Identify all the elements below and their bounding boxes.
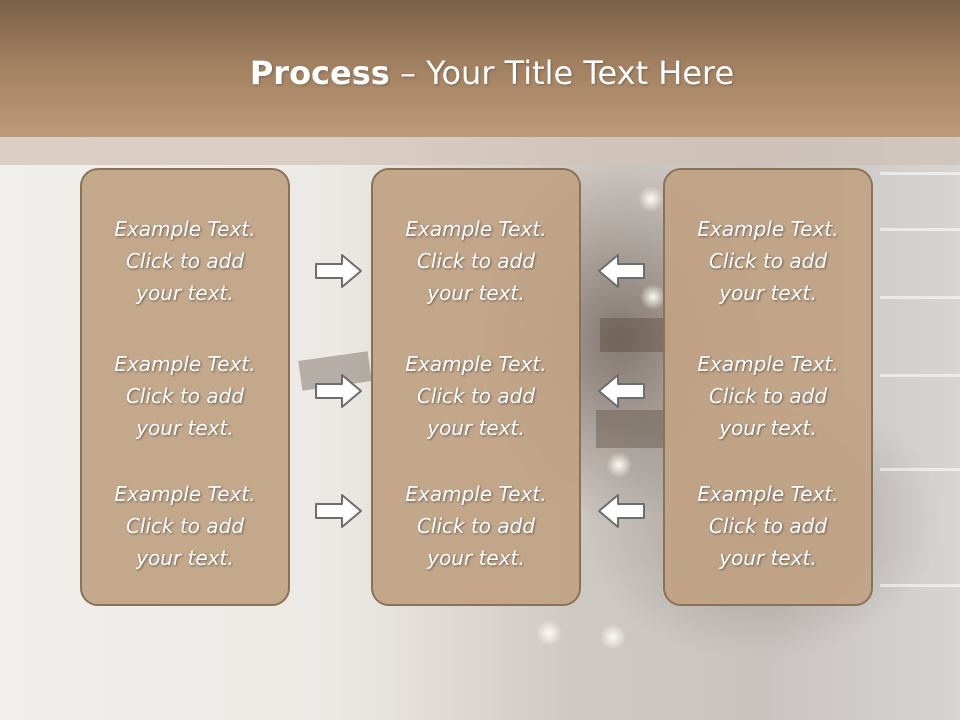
arrow-left-icon [598, 374, 645, 408]
header-strip [0, 137, 960, 165]
text-line: Click to add [125, 384, 245, 408]
text-line: your text. [719, 416, 817, 440]
text-line: Example Text. [114, 482, 256, 506]
text-line: Example Text. [405, 482, 547, 506]
text-line: your text. [719, 546, 817, 570]
text-line: Click to add [416, 514, 536, 538]
title-bar [0, 0, 960, 137]
text-block[interactable]: Example Text. Click to add your text. [82, 213, 288, 309]
arrow-right-icon [315, 254, 362, 288]
text-block[interactable]: Example Text. Click to add your text. [665, 348, 871, 444]
text-block[interactable]: Example Text. Click to add your text. [82, 478, 288, 574]
process-box-right[interactable]: Example Text. Click to add your text. Ex… [663, 168, 873, 606]
text-line: your text. [427, 281, 525, 305]
text-line: Click to add [416, 249, 536, 273]
arrow-right-icon [315, 494, 362, 528]
text-line: Example Text. [114, 352, 256, 376]
text-line: your text. [136, 416, 234, 440]
title-rest: – Your Title Text Here [389, 54, 735, 92]
arrow-left-icon [598, 254, 645, 288]
text-block[interactable]: Example Text. Click to add your text. [373, 213, 579, 309]
text-line: your text. [136, 546, 234, 570]
text-line: your text. [719, 281, 817, 305]
process-box-center[interactable]: Example Text. Click to add your text. Ex… [371, 168, 581, 606]
text-line: Click to add [416, 384, 536, 408]
text-line: your text. [136, 281, 234, 305]
text-block[interactable]: Example Text. Click to add your text. [82, 348, 288, 444]
text-block[interactable]: Example Text. Click to add your text. [665, 478, 871, 574]
text-line: Click to add [708, 514, 828, 538]
text-block[interactable]: Example Text. Click to add your text. [373, 478, 579, 574]
text-line: Example Text. [697, 352, 839, 376]
arrow-right-icon [315, 374, 362, 408]
text-line: Example Text. [405, 352, 547, 376]
text-line: your text. [427, 416, 525, 440]
text-line: Click to add [708, 384, 828, 408]
text-line: Example Text. [405, 217, 547, 241]
text-line: Example Text. [114, 217, 256, 241]
text-line: your text. [427, 546, 525, 570]
text-line: Click to add [708, 249, 828, 273]
arrow-left-icon [598, 494, 645, 528]
slide-title[interactable]: Process – Your Title Text Here [0, 54, 960, 92]
text-block[interactable]: Example Text. Click to add your text. [665, 213, 871, 309]
process-box-left[interactable]: Example Text. Click to add your text. Ex… [80, 168, 290, 606]
text-line: Example Text. [697, 482, 839, 506]
text-line: Click to add [125, 249, 245, 273]
text-line: Click to add [125, 514, 245, 538]
text-line: Example Text. [697, 217, 839, 241]
text-block[interactable]: Example Text. Click to add your text. [373, 348, 579, 444]
title-bold: Process [249, 54, 390, 92]
